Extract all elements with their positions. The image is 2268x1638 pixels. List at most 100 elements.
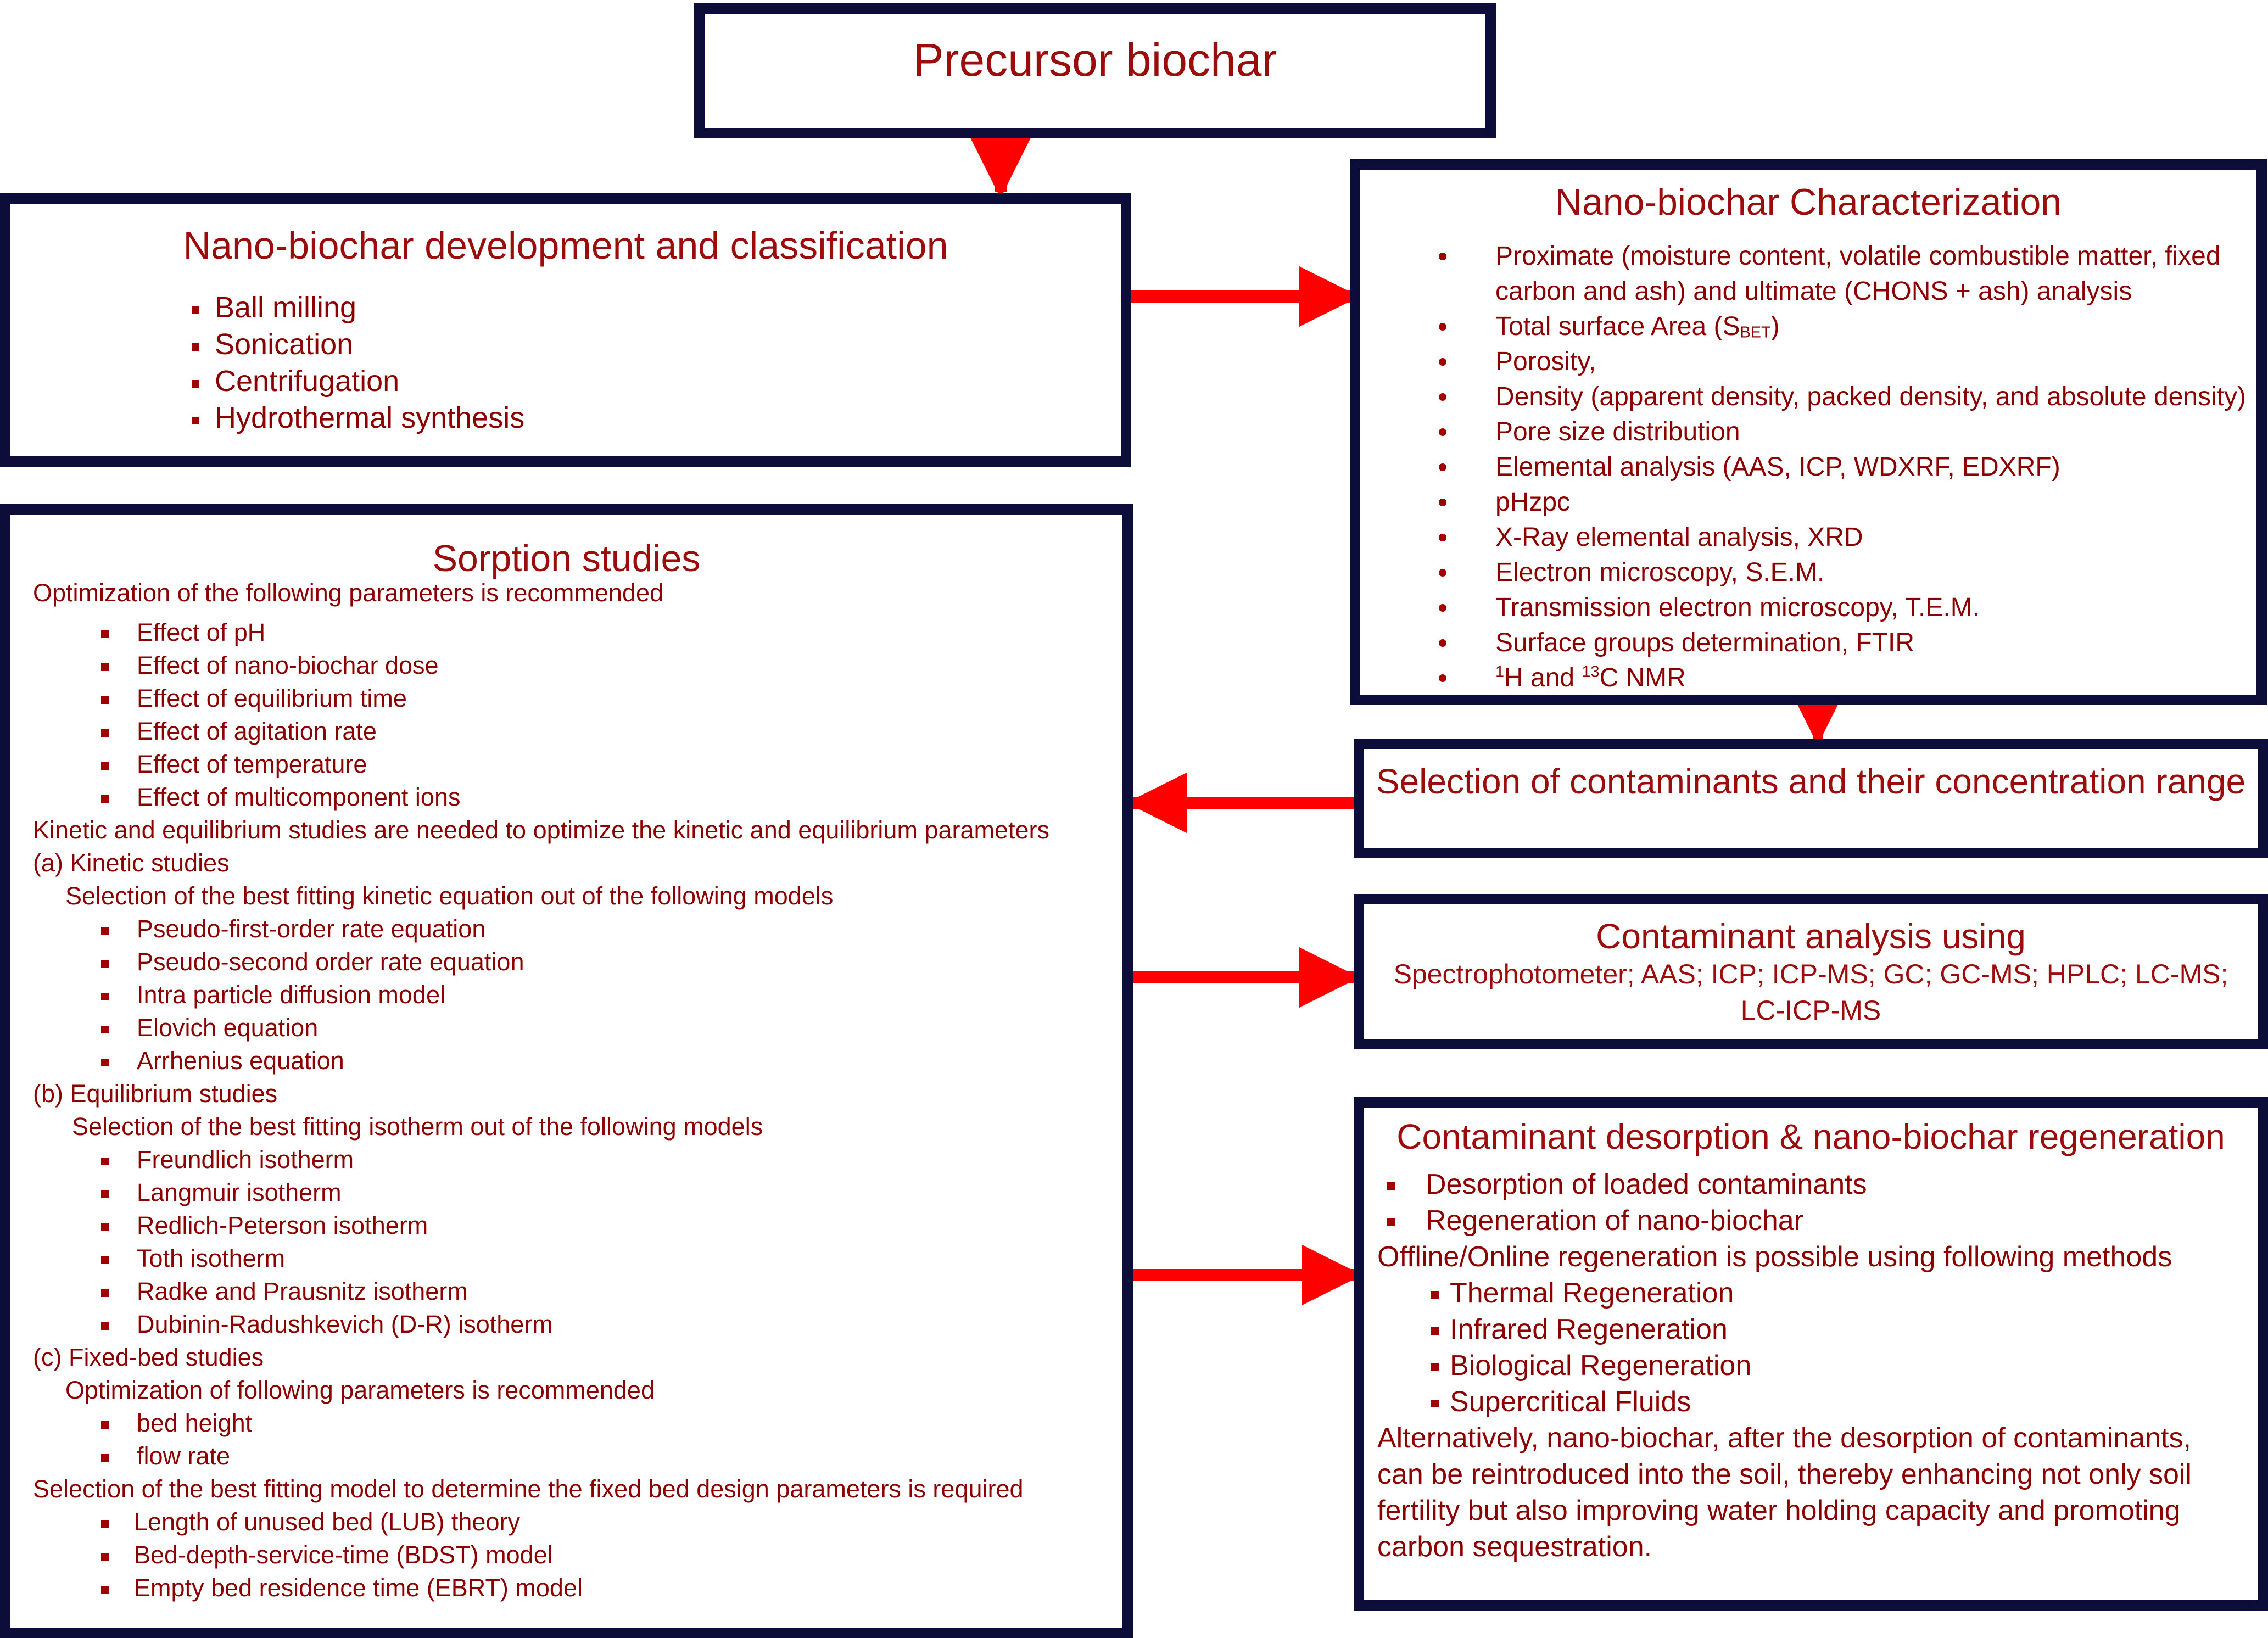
sorption-kinetic-subheading: Selection of the best fitting kinetic eq… <box>65 882 834 910</box>
sorption-effect: Effect of equilibrium time <box>137 684 407 712</box>
development-bullet <box>192 306 199 314</box>
sorption-bullet <box>101 1158 109 1165</box>
development-item: Centrifugation <box>215 365 400 398</box>
desorption-bullet <box>1387 1182 1395 1190</box>
sorption-bullet <box>101 1454 109 1462</box>
characterization-bullet <box>1439 604 1446 612</box>
sorption-kinetic-model: Pseudo-first-order rate equation <box>137 915 486 943</box>
sorption-equilibrium-heading: (b) Equilibrium studies <box>33 1080 278 1108</box>
sorption-effect: Effect of multicomponent ions <box>137 783 461 811</box>
sorption-isotherm: Redlich-Peterson isotherm <box>137 1211 428 1239</box>
desorption-method-bullet <box>1431 1327 1439 1335</box>
characterization-item: Proximate (moisture content, volatile co… <box>1495 242 2221 271</box>
development-title: Nano-biochar development and classificat… <box>183 224 948 267</box>
desorption-title: Contaminant desorption & nano-biochar re… <box>1396 1117 2225 1156</box>
sorption-fixedbed-model: Length of unused bed (LUB) theory <box>134 1508 520 1536</box>
sorption-bullet <box>101 1223 109 1231</box>
sorption-bullet <box>101 1256 109 1264</box>
sorption-equilibrium-subheading: Selection of the best fitting isotherm o… <box>72 1113 763 1141</box>
sorption-title: Sorption studies <box>432 538 701 579</box>
sorption-bullet <box>101 1322 109 1330</box>
sorption-bullet <box>101 762 109 770</box>
characterization-box: Nano-biochar Characterization Proximate … <box>1350 159 2267 705</box>
characterization-bullet <box>1439 463 1446 471</box>
sorption-bullet <box>101 795 109 803</box>
characterization-bullet <box>1439 323 1446 331</box>
desorption-item: Regeneration of nano-biochar <box>1426 1205 1804 1237</box>
characterization-item: Density (apparent density, packed densit… <box>1495 382 2247 411</box>
characterization-item: Surface groups determination, FTIR <box>1495 628 1915 657</box>
analysis-box: Contaminant analysis using Spectrophotom… <box>1354 894 2268 1049</box>
characterization-title: Nano-biochar Characterization <box>1555 181 2062 223</box>
sorption-isotherm: Freundlich isotherm <box>137 1145 354 1173</box>
sorption-kinetic-model: Pseudo-second order rate equation <box>137 948 524 976</box>
characterization-bullet <box>1439 393 1446 401</box>
analysis-methods: Spectrophotometer; AAS; ICP; ICP-MS; GC;… <box>1393 959 2228 989</box>
sorption-kinetic-model: Elovich equation <box>137 1014 319 1042</box>
desorption-method-bullet <box>1431 1363 1439 1371</box>
desorption-method-bullet <box>1431 1400 1439 1407</box>
characterization-item: 1H and 13C NMR <box>1495 663 1686 692</box>
characterization-bullet <box>1439 569 1446 577</box>
desorption-method-bullet <box>1431 1291 1439 1299</box>
characterization-bullet <box>1439 674 1446 682</box>
sorption-bullet <box>101 1586 109 1594</box>
characterization-item: Porosity, <box>1495 347 1596 376</box>
analysis-methods-cont: LC-ICP-MS <box>1740 995 1881 1026</box>
sorption-bullet <box>101 1421 109 1429</box>
desorption-paragraph-line: carbon sequestration. <box>1377 1531 1652 1563</box>
sorption-kinetic-model: Intra particle diffusion model <box>137 981 445 1009</box>
development-bullet <box>192 343 199 351</box>
sorption-fixedbed-param: flow rate <box>137 1442 231 1470</box>
desorption-paragraph-line: can be reintroduced into the soil, there… <box>1377 1458 2192 1490</box>
desorption-method: Supercritical Fluids <box>1450 1386 1691 1418</box>
sorption-isotherm: Radke and Prausnitz isotherm <box>137 1277 468 1305</box>
sorption-fixedbed-subheading: Optimization of following parameters is … <box>65 1376 655 1404</box>
sorption-isotherm: Toth isotherm <box>137 1244 286 1272</box>
characterization-bullet <box>1439 534 1446 541</box>
sorption-fixedbed-heading: (c) Fixed-bed studies <box>33 1343 264 1371</box>
characterization-item: Elemental analysis (AAS, ICP, WDXRF, EDX… <box>1495 452 2060 482</box>
characterization-bullet <box>1439 358 1446 366</box>
development-bullet <box>192 380 199 388</box>
sorption-isotherm: Langmuir isotherm <box>137 1178 342 1206</box>
desorption-paragraph-line: Alternatively, nano-biochar, after the d… <box>1377 1422 2191 1454</box>
sorption-bullet <box>101 1520 109 1528</box>
sorption-kinetic-heading: (a) Kinetic studies <box>33 849 230 877</box>
desorption-method: Thermal Regeneration <box>1450 1277 1734 1309</box>
desorption-method: Biological Regeneration <box>1450 1350 1752 1382</box>
characterization-item: pHzpc <box>1495 488 1571 517</box>
sorption-bullet <box>101 1190 109 1198</box>
sorption-bullet <box>101 696 109 704</box>
sorption-kinetic-intro: Kinetic and equilibrium studies are need… <box>33 816 1050 844</box>
characterization-bullet <box>1439 253 1446 260</box>
characterization-item: Total surface Area (SBET) <box>1495 312 1780 342</box>
sorption-intro: Optimization of the following parameters… <box>33 579 664 607</box>
selection-box: Selection of contaminants and their conc… <box>1354 739 2268 858</box>
desorption-item: Desorption of loaded contaminants <box>1426 1169 1867 1200</box>
sorption-effect: Effect of nano-biochar dose <box>137 651 439 679</box>
sorption-bullet <box>101 960 109 968</box>
characterization-item: X-Ray elemental analysis, XRD <box>1495 523 1863 552</box>
sorption-isotherm: Dubinin-Radushkevich (D-R) isotherm <box>137 1310 553 1338</box>
sorption-bullet <box>101 1289 109 1297</box>
sorption-bullet <box>101 1026 109 1033</box>
characterization-item-cont: carbon and ash) and ultimate (CHONS + as… <box>1495 277 2132 306</box>
sorption-box: Sorption studies Optimization of the fol… <box>0 504 1133 1638</box>
sorption-fixedbed-model: Empty bed residence time (EBRT) model <box>134 1574 583 1602</box>
development-item: Sonication <box>215 328 354 361</box>
sorption-bullet <box>101 1059 109 1066</box>
development-bullet <box>192 417 199 424</box>
sorption-effect: Effect of agitation rate <box>137 717 377 745</box>
sorption-bullet <box>101 1553 109 1561</box>
precursor-title: Precursor biochar <box>913 34 1277 86</box>
sorption-fixedbed-model: Bed-depth-service-time (BDST) model <box>134 1541 553 1569</box>
characterization-bullet <box>1439 428 1446 436</box>
sorption-fixedbed-param: bed height <box>137 1409 253 1437</box>
desorption-method: Infrared Regeneration <box>1450 1313 1728 1345</box>
sorption-bullet <box>101 630 109 638</box>
characterization-bullet <box>1439 639 1446 647</box>
analysis-title: Contaminant analysis using <box>1596 916 2026 956</box>
sorption-kinetic-model: Arrhenius equation <box>137 1047 344 1075</box>
